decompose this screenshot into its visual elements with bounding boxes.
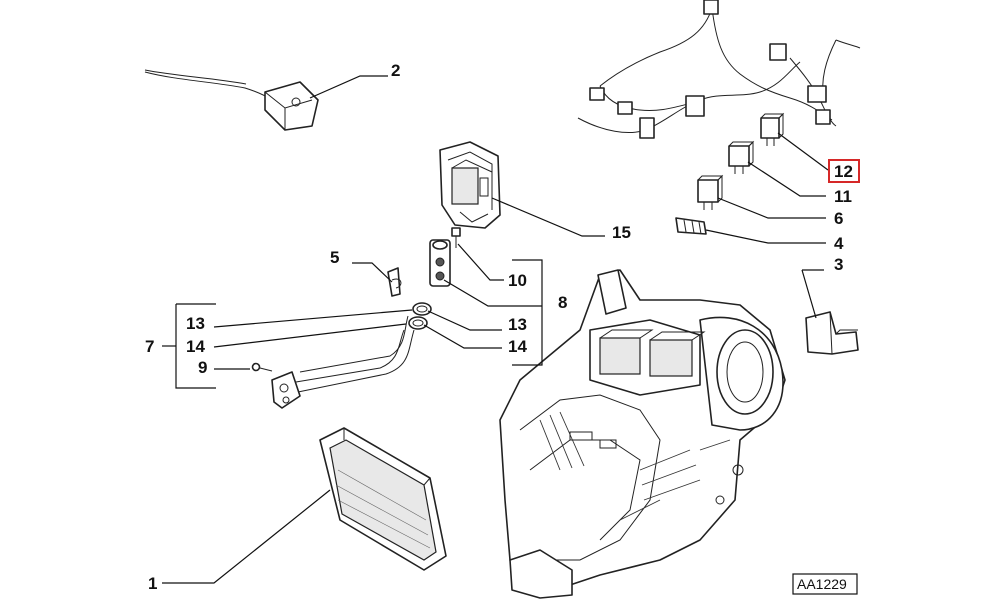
label-15: 15 — [612, 223, 631, 242]
part-7-pipe-assembly — [271, 315, 415, 409]
part-2-sensor — [144, 69, 319, 131]
label-13-left: 13 — [186, 314, 205, 333]
label-3: 3 — [834, 255, 843, 274]
label-13-right: 13 — [508, 315, 527, 334]
label-2: 2 — [391, 61, 400, 80]
callout-labels: 2 15 12 11 6 4 3 5 10 8 13 14 9 7 13 14 … — [145, 61, 853, 593]
label-8: 8 — [558, 293, 567, 312]
part-6-relay — [697, 174, 724, 210]
hvac-main-unit — [499, 269, 786, 599]
label-14-right: 14 — [508, 337, 527, 356]
wiring-harness — [577, 0, 861, 139]
part-5-clip — [387, 267, 402, 297]
label-10: 10 — [508, 271, 527, 290]
part-1-evaporator — [319, 427, 447, 571]
label-12: 12 — [834, 162, 853, 181]
label-9: 9 — [198, 358, 207, 377]
part-15-housing — [439, 141, 501, 229]
label-6: 6 — [834, 209, 843, 228]
label-11: 11 — [834, 187, 852, 206]
part-12-relay — [760, 112, 785, 146]
label-14-left: 14 — [186, 337, 205, 356]
part-11-relay — [728, 140, 755, 174]
leader-lines — [162, 75, 829, 584]
highlight-box-12 — [828, 159, 860, 183]
label-7: 7 — [145, 337, 154, 356]
part-10-bolt — [451, 227, 461, 248]
part-4-resistor — [675, 217, 707, 235]
label-1: 1 — [148, 574, 157, 593]
part-9-screw — [251, 362, 273, 372]
label-4: 4 — [834, 234, 844, 253]
part-8-valve — [429, 239, 451, 287]
reference-code: AA1229 — [797, 576, 847, 592]
reference-code-box: AA1229 — [792, 573, 858, 595]
part-13-o-rings — [408, 302, 432, 330]
part-3-actuator — [805, 311, 859, 355]
label-5: 5 — [330, 248, 339, 267]
